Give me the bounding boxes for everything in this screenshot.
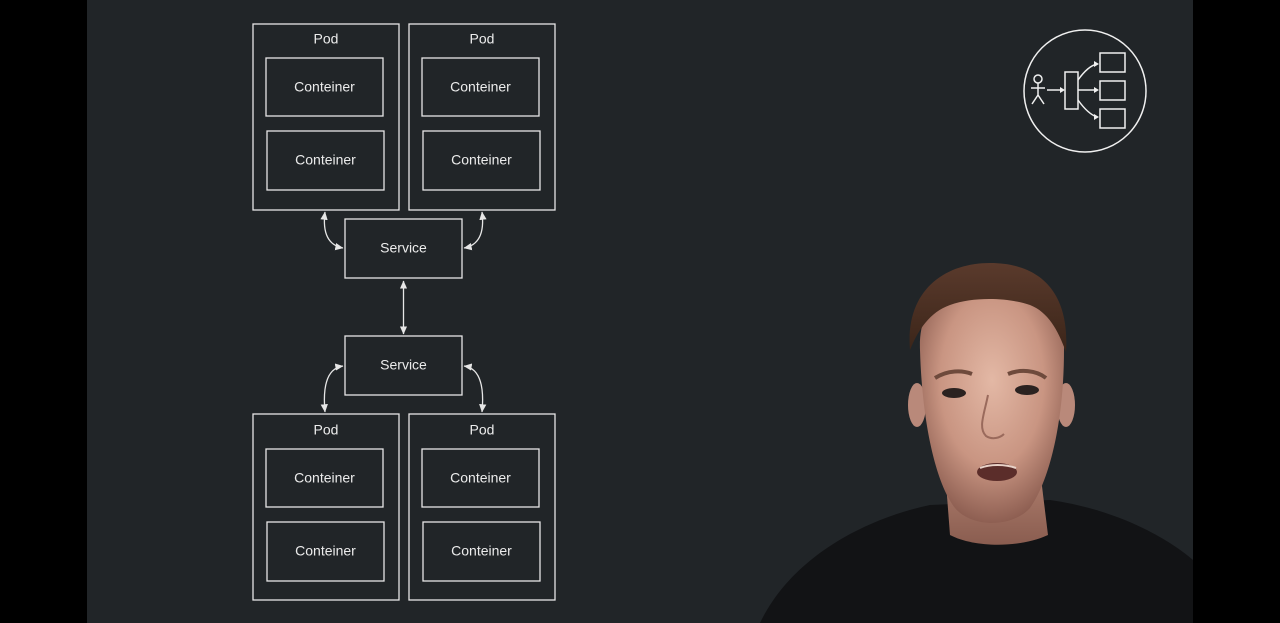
pod-frame [408,413,556,601]
pod-bottom-right: Pod Conteiner Conteiner [408,413,556,601]
pod-top-right: Pod Conteiner Conteiner [408,23,556,211]
pod-frame [408,23,556,211]
container-label: Conteiner [294,79,355,95]
container-box [266,521,385,582]
service-box [344,335,463,396]
service-label: Service [380,357,427,373]
container-label: Conteiner [294,470,355,486]
left-letterbox [0,0,87,623]
arrow-pod-service-right [463,211,487,251]
service-box [344,218,463,279]
container-label: Conteiner [450,79,511,95]
arrow-pod-service-left [320,211,344,251]
right-letterbox [1193,0,1280,623]
container-box [422,130,541,191]
service-top: Service [344,218,463,279]
service-label: Service [380,240,427,256]
container-label: Conteiner [451,152,512,168]
container-label: Conteiner [295,543,356,559]
pod-frame [252,23,400,211]
service-bottom: Service [344,335,463,396]
pod-title: Pod [314,422,339,438]
container-label: Conteiner [451,543,512,559]
arrow-service-pod-right [463,363,487,413]
arrow-service-pod-left [320,363,344,413]
container-box [421,57,540,117]
pod-top-left: Pod Conteiner Conteiner [252,23,400,211]
pod-title: Pod [470,31,495,47]
bottom-group: Service Pod Conteiner Conteiner Pod Cont… [252,335,556,601]
pod-frame [252,413,400,601]
pod-title: Pod [314,31,339,47]
container-box [422,521,541,582]
container-box [265,448,384,508]
container-box [421,448,540,508]
container-label: Conteiner [295,152,356,168]
container-label: Conteiner [450,470,511,486]
top-group: Pod Conteiner Conteiner Pod Conteiner Co… [252,23,556,279]
pod-bottom-left: Pod Conteiner Conteiner [252,413,400,601]
container-box [266,130,385,191]
pod-title: Pod [470,422,495,438]
container-box [265,57,384,117]
actor-to-services-icon [1023,29,1147,153]
